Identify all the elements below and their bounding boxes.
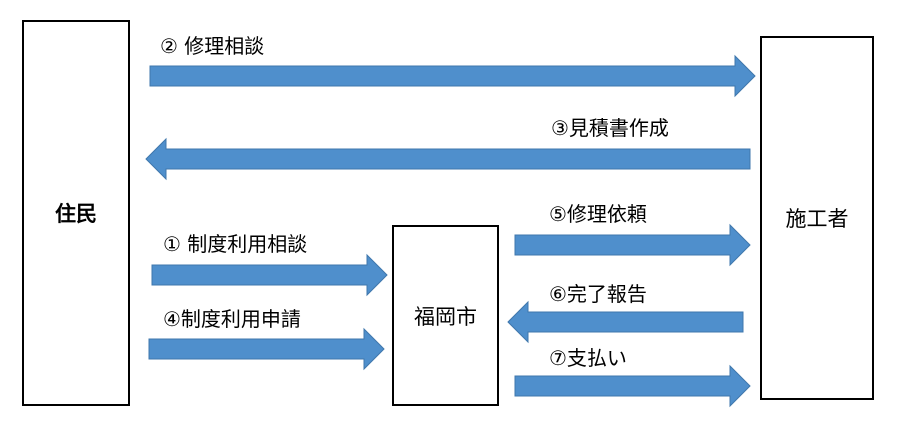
node-contractor-label: 施工者 <box>785 207 849 231</box>
arrow-completion-report <box>507 300 744 344</box>
arrow-repair-request <box>514 223 751 267</box>
arrow-payment <box>514 364 751 408</box>
arrow-consult-repair <box>149 54 756 98</box>
step-3-label: ③見積書作成 <box>551 116 669 140</box>
arrow-system-consult <box>151 253 388 297</box>
step-2-label: ② 修理相談 <box>160 34 265 58</box>
step-6-label: ⑥完了報告 <box>549 282 647 306</box>
arrow-estimate <box>145 137 751 181</box>
node-city-label: 福岡市 <box>414 304 477 329</box>
node-city: 福岡市 <box>392 225 499 406</box>
node-resident-label: 住民 <box>55 202 97 226</box>
step-5-label: ⑤修理依頼 <box>549 202 647 226</box>
arrow-system-apply <box>148 327 385 371</box>
step-1-label: ① 制度利用相談 <box>163 232 308 256</box>
step-7-label: ⑦支払い <box>549 346 627 370</box>
step-4-label: ④制度利用申請 <box>163 307 301 331</box>
node-contractor: 施工者 <box>760 36 874 400</box>
node-resident: 住民 <box>22 20 130 406</box>
